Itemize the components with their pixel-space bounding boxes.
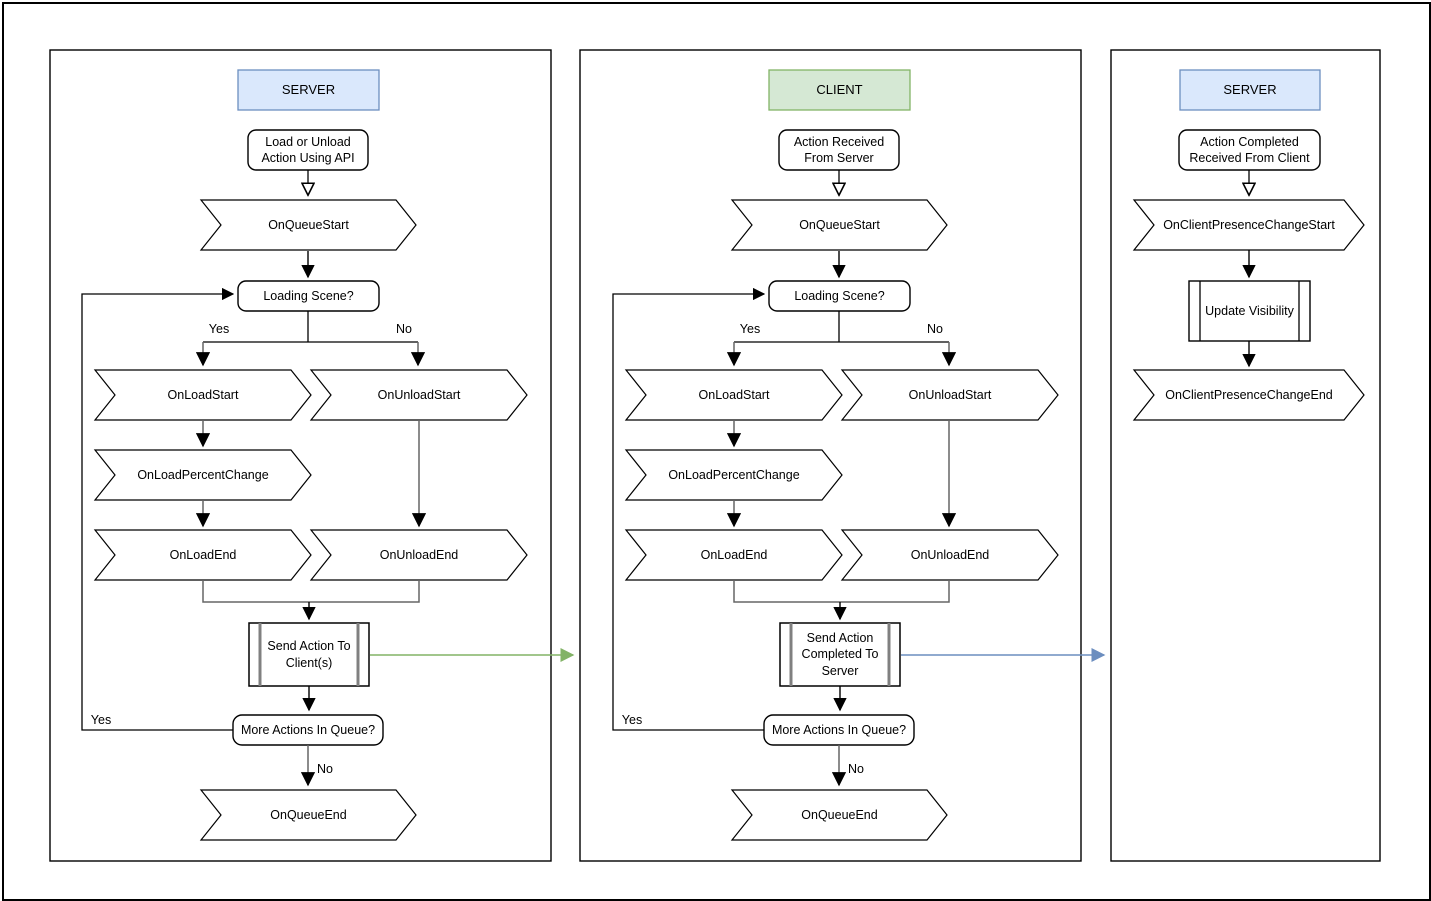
- onloadpercentchange-label-2: OnLoadPercentChange: [668, 467, 800, 482]
- header-box-client: [768, 69, 911, 111]
- edge-yes-loop-1: [81, 287, 235, 731]
- edge-branch-split-1: [203, 311, 418, 343]
- onqueuestart-label-2: OnQueueStart: [799, 217, 880, 232]
- onunloadstart-label-1: OnUnloadStart: [377, 387, 461, 402]
- panel-client: [579, 49, 1082, 862]
- chevron-onqueuestart-client: [730, 199, 948, 251]
- branch-no-label-2: No: [927, 321, 943, 336]
- onloadstart-label-1: OnLoadStart: [167, 387, 239, 402]
- edge-branch-split-2: [734, 311, 949, 343]
- onloadend-label-2: OnLoadEnd: [700, 547, 768, 562]
- branch-no-label-1: No: [396, 321, 412, 336]
- more-actions-label-1: More Actions In Queue?: [240, 722, 376, 737]
- onclientpresencechangeend-label: OnClientPresenceChangeEnd: [1165, 387, 1333, 402]
- chevron-onclientpresencechangestart: [1132, 199, 1365, 251]
- chevron-onclientpresencechangeend: [1132, 369, 1365, 421]
- chevron-onloadstart-server: [93, 369, 312, 421]
- path-no-label-1: No: [317, 761, 333, 776]
- send-action-label-1: Send Action To Client(s): [267, 639, 351, 670]
- chevron-onloadend-server: [93, 529, 312, 581]
- path-no-label-2: No: [848, 761, 864, 776]
- loop-yes-label-1: Yes: [90, 712, 112, 727]
- header-box-server-left: [237, 69, 380, 111]
- header-label-server-right: SERVER: [1223, 81, 1277, 97]
- branch-yes-label-1: Yes: [208, 321, 230, 336]
- process-send-action-to-clients: [248, 622, 370, 687]
- chevron-onunloadstart-server: [309, 369, 528, 421]
- edge-yes-loop-2: [612, 287, 766, 731]
- onloadpercentchange-label-1: OnLoadPercentChange: [137, 467, 269, 482]
- start-node-label-2: Action Received From Server: [793, 134, 885, 165]
- chevron-onunloadend-client: [840, 529, 1059, 581]
- onunloadend-label-1: OnUnloadEnd: [379, 547, 459, 562]
- chevron-onloadpercentchange-client: [624, 449, 843, 501]
- onqueueend-label-1: OnQueueEnd: [270, 807, 347, 822]
- panel-server-right: [1110, 49, 1381, 862]
- onunloadend-label-2: OnUnloadEnd: [910, 547, 990, 562]
- loop-yes-label-2: Yes: [621, 712, 643, 727]
- edge-merge-to-send-2: [733, 580, 950, 603]
- update-visibility-label: Update Visibility: [1205, 303, 1294, 318]
- header-label-client: CLIENT: [816, 81, 863, 97]
- chevron-onqueueend-client: [730, 789, 948, 841]
- onqueueend-label-2: OnQueueEnd: [801, 807, 878, 822]
- chevron-onloadpercentchange-server: [93, 449, 312, 501]
- header-label-server-left: SERVER: [281, 81, 336, 97]
- more-actions-label-2: More Actions In Queue?: [771, 722, 907, 737]
- chevron-onqueueend-server: [199, 789, 417, 841]
- start-node-label-3: Action Completed Received From Client: [1189, 134, 1310, 165]
- process-update-visibility: [1188, 280, 1311, 342]
- edge-merge-to-send-1: [202, 580, 420, 603]
- onloadend-label-1: OnLoadEnd: [169, 547, 237, 562]
- chevron-onloadstart-client: [624, 369, 843, 421]
- panel-server-left: [49, 49, 552, 862]
- onclientpresencechangestart-label: OnClientPresenceChangeStart: [1163, 217, 1335, 232]
- branch-yes-label-2: Yes: [739, 321, 761, 336]
- start-node-label-1: Load or Unload Action Using API: [261, 134, 355, 165]
- onunloadstart-label-2: OnUnloadStart: [908, 387, 992, 402]
- header-box-server-right: [1179, 69, 1321, 111]
- loading-scene-label-1: Loading Scene?: [263, 288, 354, 303]
- onqueuestart-label-1: OnQueueStart: [268, 217, 349, 232]
- chevron-onqueuestart-server: [199, 199, 417, 251]
- onloadstart-label-2: OnLoadStart: [698, 387, 770, 402]
- loading-scene-label-2: Loading Scene?: [794, 288, 885, 303]
- chevron-onloadend-client: [624, 529, 843, 581]
- chevron-onunloadstart-client: [840, 369, 1059, 421]
- send-action-label-2: Send Action Completed To Server: [801, 631, 879, 678]
- chevron-onunloadend-server: [309, 529, 528, 581]
- process-send-action-completed: [779, 622, 901, 687]
